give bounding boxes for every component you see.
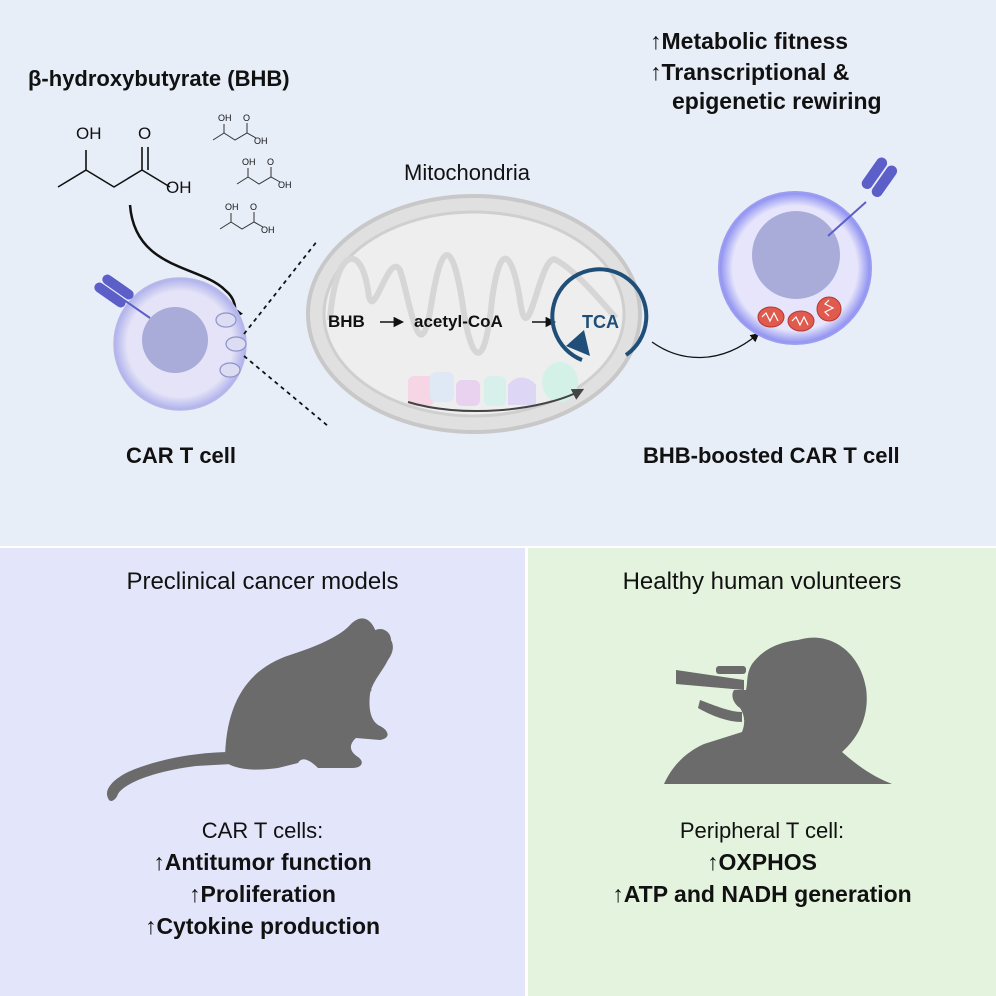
car-t-cell-label: CAR T cell (126, 443, 237, 468)
pathway-bhb: BHB (328, 312, 365, 331)
volunteers-subtitle: Peripheral T cell: (679, 818, 845, 843)
drinking-person-silhouette-icon (664, 637, 892, 784)
mitochondrion-icon (757, 296, 842, 332)
preclinical-title: Preclinical cancer models (126, 568, 399, 595)
to-boosted-cell-arrow (651, 332, 760, 359)
small-oh: OH (218, 113, 232, 123)
outcome-epigenetic: epigenetic rewiring (672, 88, 882, 114)
preclinical-item-1: ↑Antitumor function (153, 849, 372, 875)
tca-cycle (550, 267, 649, 362)
pathway-acetyl-coa: acetyl-CoA (414, 312, 503, 331)
bhb-structure (57, 147, 171, 188)
small-o: O (250, 202, 258, 212)
preclinical-item-2: ↑Proliferation (189, 881, 336, 907)
preclinical-subtitle: CAR T cells: (201, 818, 324, 843)
small-oh: OH (261, 225, 275, 235)
etc-arrow (407, 388, 585, 412)
horizontal-divider (0, 546, 996, 548)
mitochondria-label: Mitochondria (404, 160, 530, 185)
zoom-line-top (243, 239, 319, 335)
structure-o: O (138, 124, 152, 143)
bhb-title: β-hydroxybutyrate (BHB) (28, 66, 290, 91)
volunteers-title: Healthy human volunteers (622, 568, 902, 595)
small-oh: OH (278, 180, 292, 190)
outcome-transcriptional: ↑Transcriptional & (650, 59, 850, 85)
small-oh: OH (242, 157, 256, 167)
outcome-metabolic-fitness: ↑Metabolic fitness (650, 28, 849, 54)
car-receptor-icon (94, 274, 151, 319)
mitochondrion-icon (215, 312, 247, 378)
zoom-line-bottom (243, 355, 329, 427)
small-bhb-molecules (212, 123, 281, 230)
small-oh: OH (225, 202, 239, 212)
boosted-car-t-cell-label: BHB-boosted CAR T cell (643, 443, 900, 468)
vertical-divider (525, 548, 528, 996)
small-o: O (243, 113, 251, 123)
structure-oh-top: OH (76, 124, 102, 143)
pathway-tca: TCA (582, 312, 619, 332)
car-t-cell (94, 274, 247, 411)
structure-oh-right: OH (166, 178, 192, 197)
car-receptor-icon (827, 157, 898, 237)
mouse-silhouette-icon (106, 618, 393, 801)
boosted-car-t-cell (718, 157, 898, 345)
volunteers-item-1: ↑OXPHOS (707, 849, 817, 875)
preclinical-item-3: ↑Cytokine production (144, 913, 381, 939)
preclinical-panel (0, 548, 525, 996)
mitochondrion-zoom (306, 194, 642, 434)
volunteers-item-2: ↑ATP and NADH generation (612, 881, 912, 907)
small-oh: OH (254, 136, 268, 146)
small-o: O (267, 157, 275, 167)
